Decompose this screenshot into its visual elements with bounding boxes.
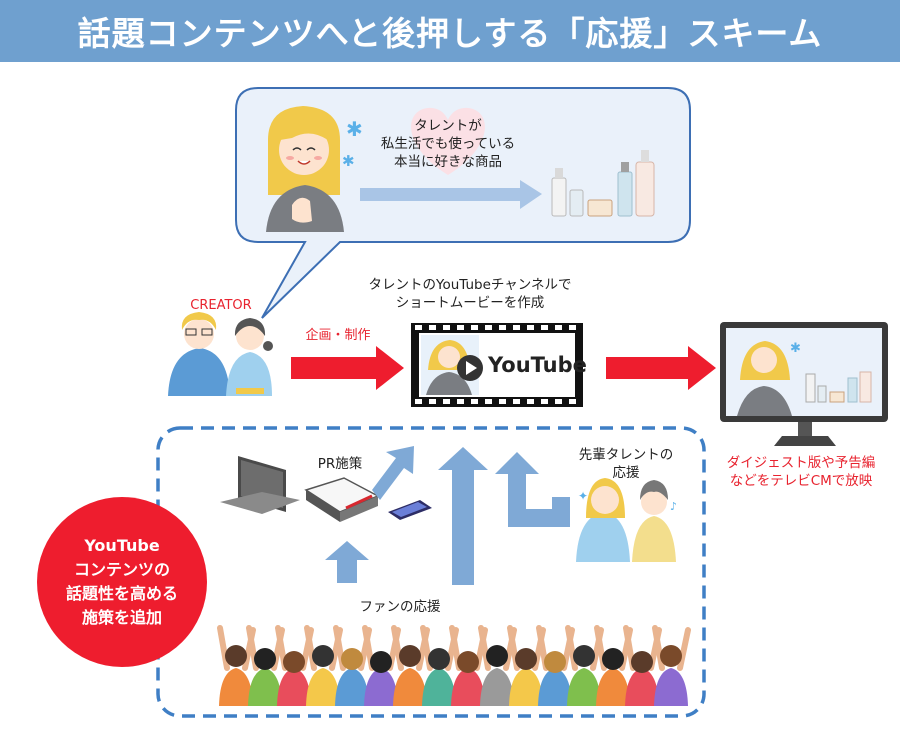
crowd-person	[478, 625, 517, 706]
speech-bubble	[235, 87, 691, 319]
film-hole	[471, 399, 478, 404]
svg-text:✱: ✱	[790, 341, 801, 356]
red-arrow-left	[291, 346, 404, 390]
arrow-diagonal	[372, 446, 414, 500]
product-bottles-illustration	[551, 150, 655, 217]
film-hole	[527, 399, 534, 404]
crowd-illustration	[217, 625, 691, 706]
arrow-up-short	[325, 541, 369, 583]
laptop-illustration	[220, 456, 300, 514]
smartphone-illustration	[388, 500, 432, 520]
bubble-caption-line-1: タレントが	[414, 118, 482, 134]
crowd-person	[594, 625, 633, 706]
svg-text:✱: ✱	[342, 152, 355, 170]
svg-text:♪: ♪	[670, 500, 677, 513]
fan-label: ファンの応援	[359, 599, 441, 615]
crowd-person	[449, 625, 488, 706]
blue-arrows	[325, 446, 570, 585]
film-hole	[569, 399, 576, 404]
red-arrow-right	[606, 346, 716, 390]
youtube-logo-text: YouTube	[488, 353, 587, 377]
arrow-up-tall	[438, 447, 488, 585]
crowd-person	[217, 625, 256, 706]
crowd-person	[391, 625, 430, 706]
film-hole	[555, 399, 562, 404]
crowd-person	[420, 625, 459, 706]
talent-portrait-illustration: ✱ ✱	[266, 106, 363, 232]
circle-line-4: 施策を追加	[81, 608, 162, 627]
production-line-1: タレントのYouTubeチャンネルで	[368, 277, 572, 293]
svg-text:✦: ✦	[578, 489, 588, 503]
tv-caption: ダイジェスト版や予告編 などをテレビCMで放映	[702, 454, 900, 490]
film-hole	[513, 325, 520, 330]
production-caption: タレントのYouTubeチャンネルで ショートムービーを作成	[330, 276, 610, 312]
film-hole	[569, 325, 576, 330]
arrow-elbow	[495, 452, 570, 527]
circle-line-1: YouTube	[84, 536, 160, 555]
film-hole	[485, 325, 492, 330]
film-hole	[555, 325, 562, 330]
bubble-caption-line-3: 本当に好きな商品	[394, 154, 502, 170]
film-hole	[541, 399, 548, 404]
film-hole	[415, 399, 422, 404]
senior-talent-label: 先輩タレントの 応援	[570, 446, 682, 482]
film-hole	[457, 325, 464, 330]
crowd-person	[333, 625, 372, 706]
film-hole	[485, 399, 492, 404]
title-bar: 話題コンテンツへと後押しする「応援」スキーム	[0, 0, 900, 62]
senior-line-2: 応援	[612, 465, 640, 481]
crowd-person	[275, 625, 314, 706]
crowd-person	[246, 625, 285, 706]
film-hole	[429, 399, 436, 404]
film-hole	[457, 399, 464, 404]
film-hole	[443, 399, 450, 404]
crowd-person	[536, 625, 575, 706]
tv-monitor: ✱	[720, 322, 888, 446]
film-hole	[513, 399, 520, 404]
film-hole	[429, 325, 436, 330]
pr-label: PR施策	[317, 456, 363, 472]
film-hole	[499, 325, 506, 330]
plan-label: 企画・制作	[305, 328, 371, 343]
film-strip	[411, 323, 583, 407]
crowd-person	[565, 625, 604, 706]
svg-text:✱: ✱	[346, 117, 363, 141]
tv-caption-line-2: などをテレビCMで放映	[729, 473, 873, 489]
creator-label: CREATOR	[190, 298, 252, 313]
key-point-circle: YouTube コンテンツの 話題性を高める 施策を追加	[37, 497, 207, 667]
film-hole	[471, 325, 478, 330]
film-hole	[443, 325, 450, 330]
senior-talents-illustration: ✦ ♪	[576, 478, 677, 562]
bubble-caption: タレントが 私生活でも使っている 本当に好きな商品	[368, 117, 528, 171]
crowd-person	[507, 625, 546, 706]
senior-line-1: 先輩タレントの	[578, 447, 674, 463]
circle-line-3: 話題性を高める	[65, 584, 178, 603]
crowd-person	[623, 625, 662, 706]
film-hole	[499, 399, 506, 404]
page-title: 話題コンテンツへと後押しする「応援」スキーム	[77, 14, 823, 53]
tv-caption-line-1: ダイジェスト版や予告編	[726, 455, 876, 471]
film-hole	[527, 325, 534, 330]
bubble-caption-line-2: 私生活でも使っている	[380, 136, 516, 152]
crowd-person	[304, 625, 343, 706]
creators-illustration	[168, 312, 273, 396]
circle-line-2: コンテンツの	[73, 560, 170, 579]
crowd-person	[652, 625, 691, 706]
magazine-illustration	[304, 477, 380, 522]
bubble-arrow	[360, 180, 542, 209]
heart-shape	[411, 107, 485, 175]
crowd-person	[362, 625, 401, 706]
film-hole	[541, 325, 548, 330]
production-line-2: ショートムービーを作成	[395, 295, 545, 311]
film-hole	[415, 325, 422, 330]
